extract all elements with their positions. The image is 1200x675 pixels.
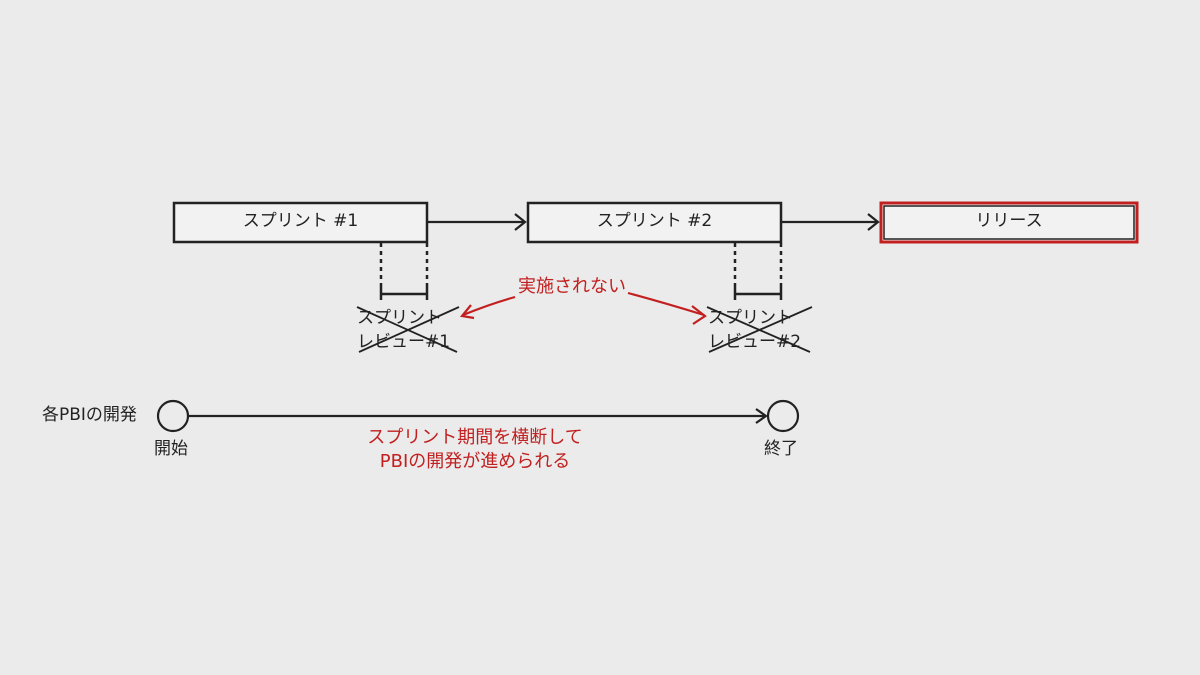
release-box (879, 201, 1139, 244)
sprint-2-label: スプリント #2 (596, 211, 713, 231)
pbi-start-label: 開始 (154, 439, 188, 459)
review-1-line1: スプリント (357, 308, 442, 328)
review-2-cross (706, 306, 813, 353)
review-1-bracket (379, 243, 429, 300)
pbi-note-line2: PBIの開発が進められる (379, 451, 571, 472)
review-2-line1: スプリント (708, 308, 793, 328)
review-2-bracket (733, 243, 783, 300)
sprint-1-label: スプリント #1 (242, 211, 359, 231)
release-label: リリース (975, 211, 1043, 231)
pbi-end-label: 終了 (764, 439, 798, 459)
not-held-arrow-left (459, 295, 516, 320)
not-held-label: 実施されない (518, 276, 626, 297)
sprint-1-box (172, 201, 429, 244)
pbi-start-circle (156, 399, 190, 433)
review-1-line2: レビュー#1 (357, 332, 451, 352)
arrow-sprint2-to-release (781, 213, 880, 231)
review-2-line2: レビュー#2 (708, 332, 802, 352)
sprint-2-box (526, 201, 783, 244)
release-box-inner (883, 205, 1135, 240)
not-held-arrow-right (627, 291, 707, 325)
pbi-note-line1: スプリント期間を横断して (367, 427, 583, 448)
pbi-title: 各PBIの開発 (42, 405, 137, 425)
pbi-timeline-arrow (188, 408, 768, 424)
pbi-end-circle (766, 399, 800, 433)
review-1-cross (356, 306, 460, 353)
arrow-sprint1-to-sprint2 (427, 213, 527, 231)
